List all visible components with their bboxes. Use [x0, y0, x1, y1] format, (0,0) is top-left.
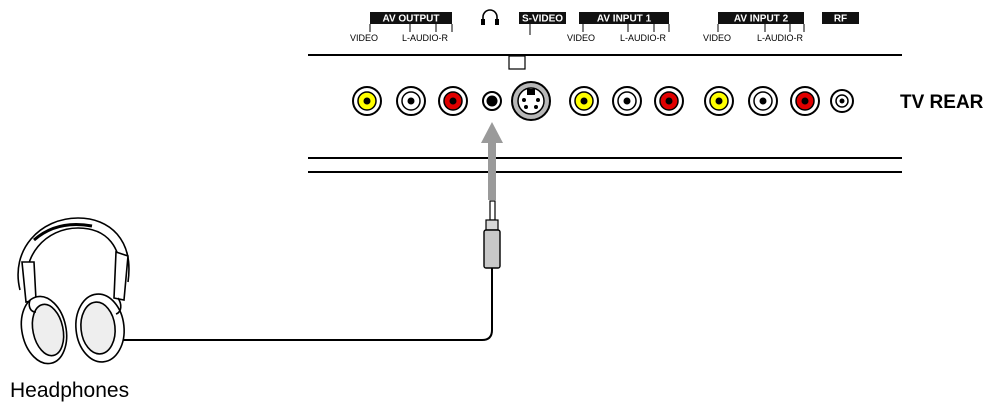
av-input-2-video-jack[interactable] [704, 86, 734, 116]
av-input-2-audio-r-jack[interactable] [790, 86, 820, 116]
rf-jack[interactable] [830, 89, 854, 113]
s-video-jack[interactable] [511, 81, 551, 121]
tv-rear-label: TV REAR [900, 92, 984, 113]
av-input-1-label: AV INPUT 1 [597, 14, 652, 25]
right-yoke [115, 297, 122, 315]
arrow-shaft [488, 140, 496, 200]
jack-pin [759, 97, 767, 105]
jack-pin [715, 97, 723, 105]
arrow-up-icon [481, 122, 503, 200]
headband-inner [25, 227, 122, 293]
s-video-pin-1 [522, 98, 526, 102]
right-slider [113, 250, 129, 301]
plug-body [483, 229, 501, 269]
rf-label-group: RF [822, 12, 859, 25]
arrow-head [481, 122, 503, 143]
headphones-icon [17, 217, 130, 365]
av-input-1-video-jack[interactable] [569, 86, 599, 116]
av-input-1-audio-r-jack[interactable] [654, 86, 684, 116]
av-input-2-label: AV INPUT 2 [734, 14, 789, 25]
left-ear-cup-inner [31, 303, 65, 357]
s-video-pin-2 [536, 98, 540, 102]
headphone-icon [482, 9, 498, 22]
av-input-2-audio-l-jack[interactable] [748, 86, 778, 116]
av-input-2-video-label: VIDEO [703, 33, 731, 43]
av-output-video-jack[interactable] [352, 86, 382, 116]
left-slider [21, 261, 37, 303]
right-ear-cup-inner [80, 301, 116, 355]
av-input-2-bracket [717, 24, 805, 32]
av-input-2-label-group: AV INPUT 2 VIDEO L-AUDIO-R [703, 12, 805, 43]
av-output-label: AV OUTPUT [382, 14, 439, 25]
av-input-1-audio-l-jack[interactable] [612, 86, 642, 116]
jack-pin [449, 97, 457, 105]
s-video-label: S-VIDEO [522, 14, 563, 25]
headphone-icon-left-cup [481, 19, 485, 25]
plug-tip [489, 200, 496, 221]
coax-pin [839, 98, 845, 104]
av-output-video-label: VIDEO [350, 33, 378, 43]
rf-label: RF [834, 14, 847, 25]
av-output-audio-l-jack[interactable] [396, 86, 426, 116]
av-input-1-bracket [582, 24, 670, 32]
headphone-cable [99, 268, 493, 341]
av-output-label-box [370, 12, 452, 24]
av-input-1-label-box [579, 12, 669, 24]
av-output-bracket [369, 24, 453, 32]
left-yoke [28, 299, 37, 313]
s-video-key [527, 89, 535, 95]
s-video-label-group: S-VIDEO [519, 12, 566, 35]
av-input-1-label-group: AV INPUT 1 VIDEO L-AUDIO-R [567, 12, 670, 43]
av-input-1-audio-label: L-AUDIO-R [620, 33, 667, 43]
s-video-pin-4 [534, 105, 538, 109]
plug-collar [485, 219, 499, 231]
headphone-symbol [481, 9, 499, 25]
s-video-label-box [519, 12, 566, 24]
jack-pin [407, 97, 415, 105]
headphone-icon-right-cup [495, 19, 499, 25]
jack-pin [665, 97, 673, 105]
jack-hole [486, 95, 498, 107]
av-output-audio-label: L-AUDIO-R [402, 33, 449, 43]
rf-label-box [822, 12, 859, 24]
headband-pad [33, 223, 93, 242]
s-video-key-notch [508, 55, 526, 70]
jack-pin [363, 97, 371, 105]
headband-outer [17, 217, 130, 291]
headphones-label: Headphones [10, 379, 129, 402]
av-input-2-audio-label: L-AUDIO-R [757, 33, 804, 43]
av-output-label-group: AV OUTPUT VIDEO L-AUDIO-R [350, 12, 453, 43]
av-output-audio-r-jack[interactable] [438, 86, 468, 116]
av-input-2-label-box [718, 12, 804, 24]
jack-pin [580, 97, 588, 105]
jack-pin [801, 97, 809, 105]
mini-plug-icon [483, 200, 501, 269]
headphone-jack[interactable] [482, 91, 502, 111]
jack-pin [623, 97, 631, 105]
s-video-pin-3 [524, 105, 528, 109]
av-input-1-video-label: VIDEO [567, 33, 595, 43]
